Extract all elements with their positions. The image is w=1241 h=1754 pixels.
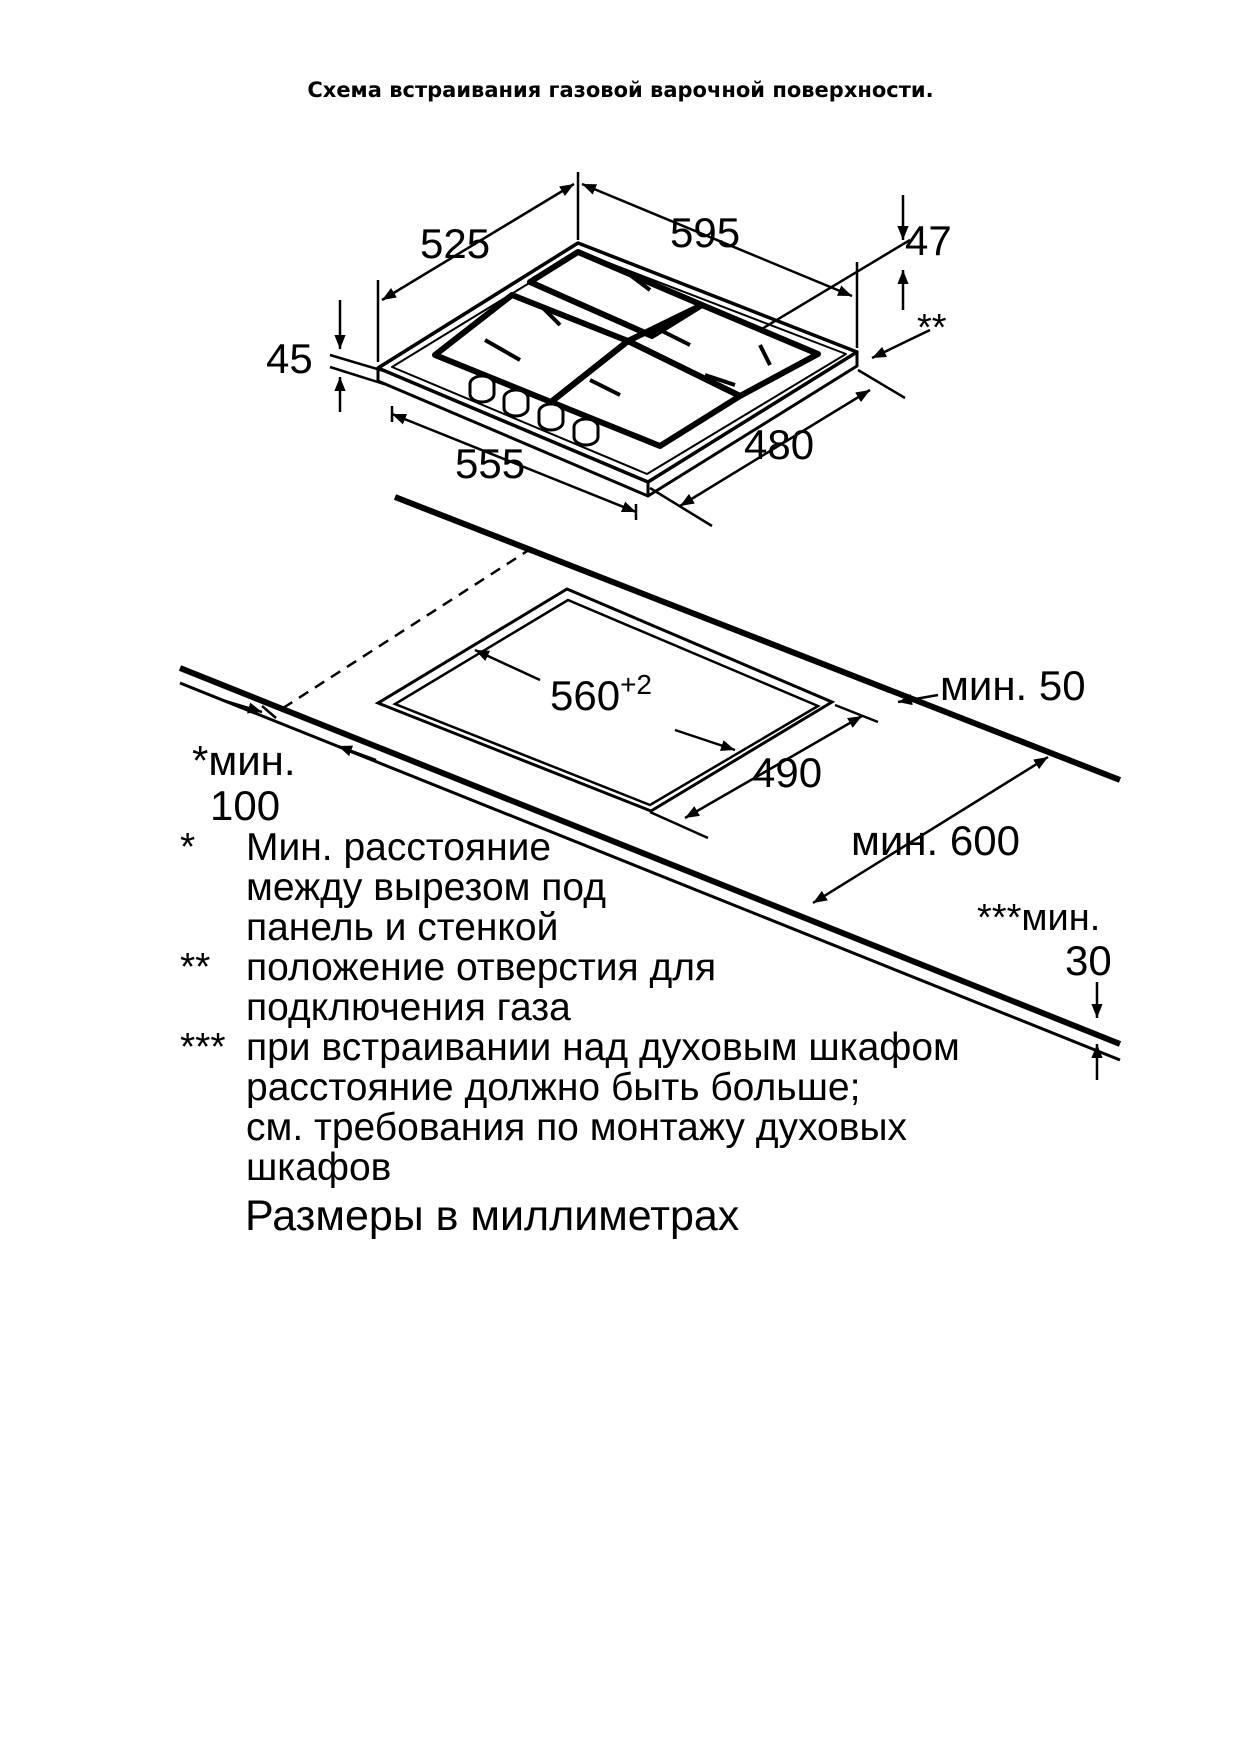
footnote-mark: ***: [180, 1026, 226, 1069]
footnote-line: см. требования по монтажу духовых: [246, 1106, 907, 1149]
dim-cutout-depth-490: 490: [752, 749, 822, 796]
countertop-drawing: [178, 494, 1122, 1062]
footnote-min-distance: * Мин. расстояние между вырезом под пане…: [180, 828, 1080, 948]
footnote-mark: *: [180, 826, 196, 869]
dim-body-depth-480: 480: [744, 421, 814, 468]
dim-min-bottom-30: 30: [1065, 937, 1112, 984]
footnote-line: подключения газа: [246, 986, 571, 1029]
hob-dimension-lines: [329, 172, 931, 528]
footnote-line: расстояние должно быть больше;: [246, 1066, 861, 1109]
units-note: Размеры в миллиметрах: [245, 1192, 740, 1240]
countertop-side-edge-dashed: [279, 546, 533, 712]
footnote-line: Мин. расстояние: [246, 826, 552, 869]
gas-connection-mark: **: [917, 307, 947, 349]
footnote-line: между вырезом под: [246, 866, 607, 909]
footnote-text: Мин. расстояние между вырезом под панель…: [246, 828, 606, 948]
footnote-text: при встраивании над духовым шкафом расст…: [246, 1028, 960, 1188]
cutout-inner: [392, 598, 821, 807]
burner-arms: [484, 273, 772, 397]
dim-min-side-100: 100: [210, 782, 280, 829]
footnote-line: положение отверстия для: [246, 946, 717, 989]
dim-height-47: 47: [905, 217, 952, 264]
cutout-outer: [374, 587, 836, 813]
footnote-text: положение отверстия для подключения газа: [246, 948, 716, 1028]
page-title: Схема встраивания газовой варочной повер…: [307, 78, 934, 102]
dim-min-back-50: мин. 50: [940, 662, 1086, 709]
countertop-front-edge-lower: [179, 681, 1121, 1062]
cutout-dimension-lines: [221, 648, 1103, 1080]
footnote-line: шкафов: [246, 1146, 392, 1189]
dim-cutout-width-560: 560+2: [550, 669, 652, 719]
dim-depth-525: 525: [420, 220, 490, 267]
countertop-back-edge: [393, 494, 1122, 783]
footnote-mark: **: [180, 946, 211, 989]
footnote-line: при встраивании над духовым шкафом: [246, 1026, 960, 1069]
dim-cutout-width-tolerance: +2: [620, 669, 652, 700]
dim-width-595: 595: [670, 209, 740, 256]
footnote-line: панель и стенкой: [246, 906, 559, 949]
dim-min-side-label: *мин.: [192, 737, 296, 784]
dim-cutout-width-value: 560: [550, 672, 620, 719]
countertop-front-edge: [178, 665, 1122, 1047]
dim-min-bottom-label: ***мин.: [977, 897, 1100, 939]
footnote-gas-connection: ** положение отверстия для подключения г…: [180, 948, 1080, 1028]
dim-thickness-45: 45: [266, 335, 313, 382]
dim-min-front-600: мин. 600: [851, 817, 1020, 864]
footnotes: * Мин. расстояние между вырезом под пане…: [180, 828, 1080, 1188]
dim-body-width-555: 555: [455, 440, 525, 487]
footnote-oven: *** при встраивании над духовым шкафом р…: [180, 1028, 1080, 1188]
hob-top-plate-inner: [391, 251, 847, 475]
